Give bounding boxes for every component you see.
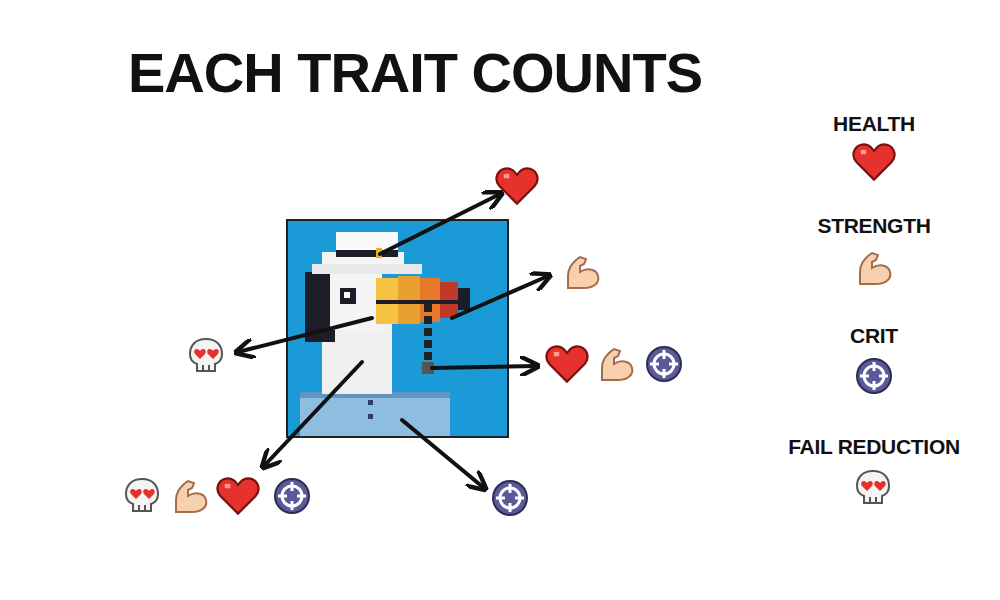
legend-label: FAIL REDUCTION (788, 435, 960, 459)
trait-icons (126, 168, 681, 515)
leader-arrows (238, 194, 548, 488)
legend-label: CRIT (850, 324, 898, 348)
legend-label: HEALTH (833, 112, 915, 136)
diagram-title: EACH TRAIT COUNTS (128, 40, 702, 105)
legend-label: STRENGTH (817, 214, 930, 238)
